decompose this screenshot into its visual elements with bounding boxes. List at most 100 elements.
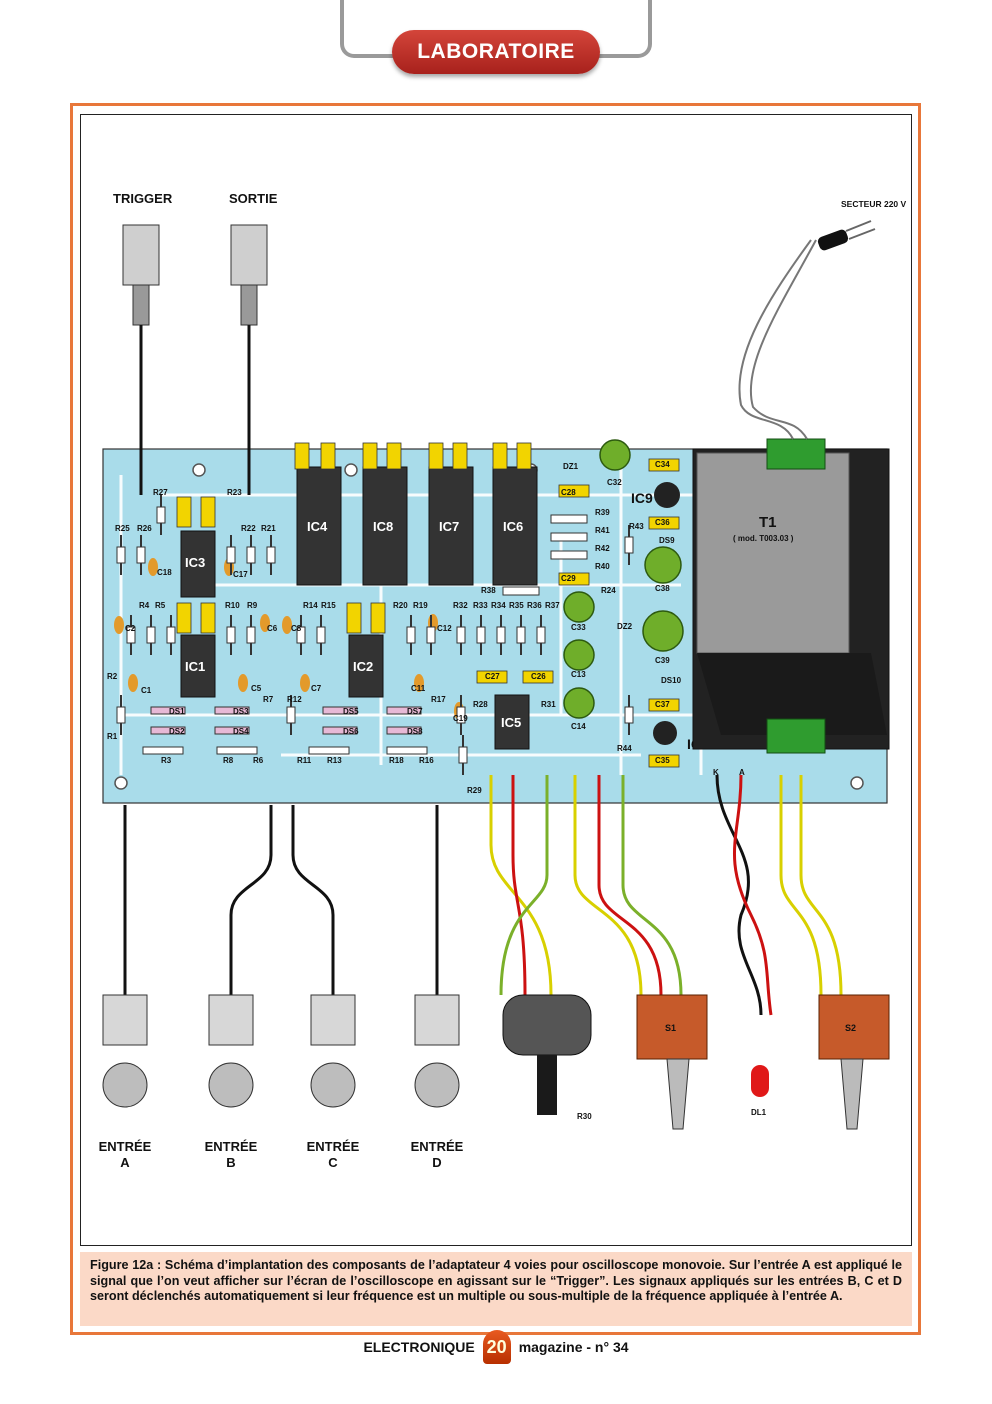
svg-text:R1: R1 xyxy=(107,732,118,741)
svg-text:C17: C17 xyxy=(233,570,248,579)
svg-text:C29: C29 xyxy=(561,574,576,583)
input-cables xyxy=(123,805,439,995)
label-trigger: TRIGGER xyxy=(113,191,173,206)
svg-text:C27: C27 xyxy=(485,672,500,681)
wire-label-k: K xyxy=(713,768,719,777)
transformer-model: ( mod. T003.03 ) xyxy=(733,534,794,543)
svg-text:C2: C2 xyxy=(125,624,136,633)
diodes xyxy=(142,706,428,755)
svg-text:C38: C38 xyxy=(655,584,670,593)
svg-text:IC1: IC1 xyxy=(185,659,205,674)
svg-text:R18: R18 xyxy=(389,756,404,765)
svg-text:D: D xyxy=(432,1155,441,1170)
svg-text:C7: C7 xyxy=(311,684,322,693)
footer-magazine-name: ELECTRONIQUE xyxy=(363,1339,475,1355)
svg-text:C11: C11 xyxy=(411,684,426,693)
led-dl1: DL1 xyxy=(751,1065,769,1117)
mains-cable xyxy=(738,239,817,440)
wire-label-a: A xyxy=(739,768,745,777)
svg-text:IC6: IC6 xyxy=(503,519,523,534)
svg-text:R44: R44 xyxy=(617,744,632,753)
control-wires xyxy=(489,774,843,1016)
svg-text:DS1: DS1 xyxy=(169,707,185,716)
switch-s1: S1 xyxy=(636,994,708,1130)
svg-text:R34: R34 xyxy=(491,601,506,610)
svg-text:DL1: DL1 xyxy=(751,1108,767,1117)
svg-text:R35: R35 xyxy=(509,601,524,610)
svg-text:DS7: DS7 xyxy=(407,707,423,716)
svg-text:ENTRÉE: ENTRÉE xyxy=(205,1139,258,1154)
svg-text:DS8: DS8 xyxy=(407,727,423,736)
svg-text:R3: R3 xyxy=(161,756,172,765)
electrolytic-capacitors xyxy=(563,439,684,719)
svg-text:C8: C8 xyxy=(291,624,302,633)
svg-text:R17: R17 xyxy=(431,695,446,704)
ic-labels: IC4 IC8 IC7 IC6 IC3 IC1 IC2 IC5 xyxy=(185,519,523,730)
svg-text:R32: R32 xyxy=(453,601,468,610)
svg-text:ENTRÉE: ENTRÉE xyxy=(307,1139,360,1154)
svg-text:R28: R28 xyxy=(473,700,488,709)
svg-text:R2: R2 xyxy=(107,672,118,681)
svg-text:R40: R40 xyxy=(595,562,610,571)
svg-text:C26: C26 xyxy=(531,672,546,681)
svg-text:C6: C6 xyxy=(267,624,278,633)
capacitors xyxy=(176,442,680,768)
svg-text:R37: R37 xyxy=(545,601,560,610)
svg-text:S2: S2 xyxy=(845,1023,856,1033)
component-layout-diagram: IC4 IC8 IC7 IC6 IC3 IC1 IC2 IC5 IC9 IC10 xyxy=(99,191,907,1170)
svg-text:C33: C33 xyxy=(571,623,586,632)
svg-text:ENTRÉE: ENTRÉE xyxy=(99,1139,152,1154)
page-footer: ELECTRONIQUE 20 magazine - n° 34 xyxy=(0,1326,992,1364)
horizontal-resistors xyxy=(502,514,588,596)
svg-text:C18: C18 xyxy=(157,568,172,577)
svg-text:R27: R27 xyxy=(153,488,168,497)
svg-text:R11: R11 xyxy=(297,756,312,765)
svg-text:R22: R22 xyxy=(241,524,256,533)
svg-text:IC7: IC7 xyxy=(439,519,459,534)
svg-text:R25: R25 xyxy=(115,524,130,533)
svg-text:R15: R15 xyxy=(321,601,336,610)
svg-text:C34: C34 xyxy=(655,460,670,469)
svg-text:R14: R14 xyxy=(303,601,318,610)
svg-text:DS10: DS10 xyxy=(661,676,682,685)
svg-text:C28: C28 xyxy=(561,488,576,497)
svg-text:DZ2: DZ2 xyxy=(617,622,633,631)
mains-plug xyxy=(817,220,876,251)
svg-text:R6: R6 xyxy=(253,756,264,765)
svg-text:R12: R12 xyxy=(287,695,302,704)
svg-text:R39: R39 xyxy=(595,508,610,517)
svg-text:ENTRÉE: ENTRÉE xyxy=(411,1139,464,1154)
svg-text:R7: R7 xyxy=(263,695,274,704)
svg-text:IC3: IC3 xyxy=(185,555,205,570)
svg-text:DS6: DS6 xyxy=(343,727,359,736)
svg-text:C1: C1 xyxy=(141,686,152,695)
svg-text:C13: C13 xyxy=(571,670,586,679)
svg-text:DS2: DS2 xyxy=(169,727,185,736)
resistor-bodies xyxy=(116,506,634,764)
svg-text:R38: R38 xyxy=(481,586,496,595)
svg-text:R5: R5 xyxy=(155,601,166,610)
svg-text:C19: C19 xyxy=(453,714,468,723)
svg-text:DS3: DS3 xyxy=(233,707,249,716)
svg-text:IC2: IC2 xyxy=(353,659,373,674)
svg-text:C39: C39 xyxy=(655,656,670,665)
section-badge: LABORATOIRE xyxy=(392,30,600,74)
footer-issue: magazine - n° 34 xyxy=(518,1339,629,1355)
svg-text:C: C xyxy=(328,1155,338,1170)
svg-text:C14: C14 xyxy=(571,722,586,731)
svg-text:C12: C12 xyxy=(437,624,452,633)
svg-text:R23: R23 xyxy=(227,488,242,497)
svg-text:IC5: IC5 xyxy=(501,715,521,730)
svg-text:R41: R41 xyxy=(595,526,610,535)
svg-text:DS9: DS9 xyxy=(659,536,675,545)
transformer-t1: T1 ( mod. T003.03 ) xyxy=(692,438,890,754)
svg-text:S1: S1 xyxy=(665,1023,676,1033)
svg-text:A: A xyxy=(120,1155,130,1170)
svg-text:C37: C37 xyxy=(655,700,670,709)
svg-text:R36: R36 xyxy=(527,601,542,610)
svg-text:R20: R20 xyxy=(393,601,408,610)
svg-text:DS5: DS5 xyxy=(343,707,359,716)
svg-text:IC9: IC9 xyxy=(631,490,653,506)
